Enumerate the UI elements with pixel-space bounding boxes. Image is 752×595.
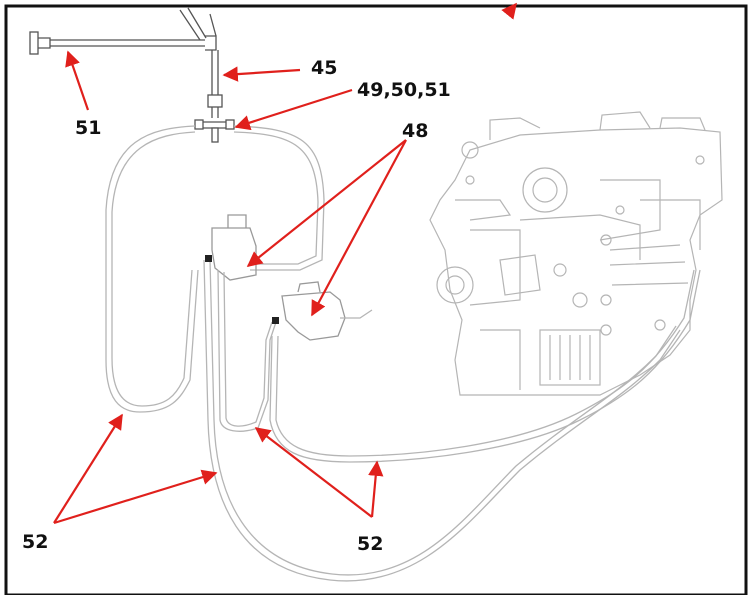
arrow-51 (65, 50, 90, 111)
callout-52-left: 52 (22, 531, 48, 553)
arrow-49-50-51 (234, 88, 353, 131)
callout-45: 45 (311, 57, 337, 79)
arrow-45 (222, 66, 301, 82)
arrow-52-left-b (53, 469, 218, 525)
arrow-top-fragment (501, 2, 517, 20)
callout-arrows (53, 2, 517, 525)
hose-lines (105, 125, 701, 582)
arrow-48-b (311, 139, 407, 317)
arrow-48-a (246, 139, 407, 267)
arrow-52-right-b (368, 460, 384, 518)
frame-border (4, 4, 748, 595)
connector-dot-1 (205, 255, 212, 262)
arrow-52-right-a (254, 427, 373, 518)
engine-block (429, 111, 723, 396)
callout-51: 51 (75, 117, 101, 139)
callout-48: 48 (402, 120, 428, 142)
callout-49-50-51: 49,50,51 (357, 79, 451, 101)
callout-52-right: 52 (357, 533, 383, 555)
top-tube-assembly (29, 7, 235, 143)
connector-dot-2 (272, 317, 279, 324)
arrow-52-left-a (53, 413, 123, 524)
